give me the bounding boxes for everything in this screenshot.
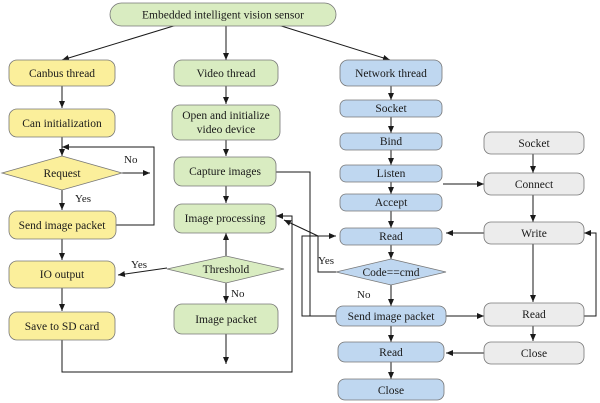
accept-label: Accept [375,197,408,209]
code-label: Code==cmd [362,267,419,279]
edge-code-yes [283,219,336,273]
processing-node: Image processing [173,203,277,234]
video-thread-label: Video thread [196,68,255,80]
can-init-node: Can initialization [8,108,116,138]
edge-send-loop [62,144,155,226]
client-socket-label: Socket [518,138,550,150]
client-read-label: Read [522,309,546,321]
video-thread-node: Video thread [173,59,279,87]
open-init-label-1: Open and initialize [182,110,270,122]
threshold-yes-label: Yes [131,259,147,271]
code-yes-label: Yes [318,255,334,267]
network-send-node: Send image packet [335,305,447,327]
socket-node: Socket [339,99,443,118]
client-write-label: Write [521,228,547,240]
edge-title-canbus [61,23,181,61]
bind-node: Bind [339,132,443,151]
canbus-thread-node: Canbus thread [8,59,116,87]
bind-label: Bind [380,136,403,148]
image-packet-label: Image packet [195,314,257,326]
client-connect-node: Connect [483,172,585,196]
title-label: Embedded intelligent vision sensor [142,10,304,22]
open-init-node: Open and initialize video device [171,104,281,141]
save-sd-node: Save to SD card [8,311,116,341]
accept-node: Accept [339,193,443,212]
threshold-diamond: Threshold [166,255,285,284]
code-diamond: Code==cmd [335,258,447,286]
listen-node: Listen [339,164,443,183]
request-diamond: Request [0,155,124,191]
canbus-send-node: Send image packet [8,210,117,240]
request-no-label: No [124,154,138,166]
close-node: Close [337,378,445,401]
processing-label: Image processing [185,213,266,225]
network-send-label: Send image packet [348,311,436,323]
save-sd-label: Save to SD card [25,321,100,333]
edge-threshold-io [117,267,168,277]
canbus-send-label: Send image packet [19,220,107,232]
edge-capture-send [276,171,336,317]
edge-cread-write [584,230,597,317]
threshold-no-label: No [231,288,245,300]
listen-label: Listen [377,168,406,180]
read-node: Read [339,227,443,246]
canbus-thread-label: Canbus thread [29,68,95,80]
client-close-label: Close [521,348,547,360]
client-read-node: Read [483,302,585,327]
io-output-label: IO output [40,269,85,281]
capture-label: Capture images [189,166,261,178]
request-yes-label: Yes [75,193,91,205]
socket-label: Socket [375,103,407,115]
request-label: Request [43,168,81,180]
edges [59,23,597,379]
client-connect-label: Connect [515,179,554,191]
close-label: Close [378,385,404,397]
network-thread-node: Network thread [339,59,443,87]
read-label: Read [379,231,403,243]
image-packet-node: Image packet [173,303,279,335]
read2-label: Read [379,347,403,359]
open-init-label-2: video device [197,124,255,136]
client-write-node: Write [483,221,585,245]
threshold-label: Threshold [203,264,250,276]
code-no-label: No [357,289,371,301]
read2-node: Read [337,341,445,363]
client-socket-node: Socket [483,131,585,155]
network-thread-label: Network thread [355,68,427,80]
title-node: Embedded intelligent vision sensor [109,2,337,27]
edge-title-network [274,23,391,61]
client-close-node: Close [483,341,585,365]
edge-save-loop [61,213,293,373]
io-output-node: IO output [8,260,116,289]
can-init-label: Can initialization [22,118,102,130]
edge-send-read [301,233,336,317]
capture-node: Capture images [173,156,277,187]
